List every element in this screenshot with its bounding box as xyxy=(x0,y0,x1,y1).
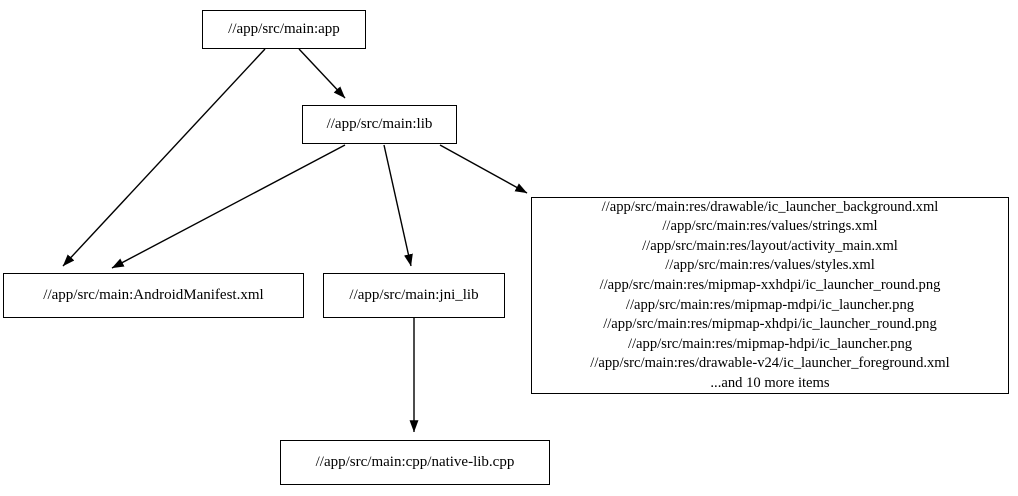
node-jni-lib-label: //app/src/main:jni_lib xyxy=(349,287,479,303)
edge-lib-to-resources xyxy=(439,144,528,194)
node-app-label: //app/src/main:app xyxy=(228,21,340,37)
node-resources[interactable]: //app/src/main:res/drawable/ic_launcher_… xyxy=(531,197,1009,394)
node-native-lib-cpp[interactable]: //app/src/main:cpp/native-lib.cpp xyxy=(280,440,550,485)
node-android-manifest[interactable]: //app/src/main:AndroidManifest.xml xyxy=(3,273,304,318)
edge-lib-to-jni-lib xyxy=(383,144,413,267)
edge-app-to-manifest xyxy=(62,48,266,267)
node-lib[interactable]: //app/src/main:lib xyxy=(302,105,457,144)
node-android-manifest-label: //app/src/main:AndroidManifest.xml xyxy=(43,287,264,303)
node-resources-label: //app/src/main:res/drawable/ic_launcher_… xyxy=(590,198,950,391)
node-lib-label: //app/src/main:lib xyxy=(326,116,433,132)
node-jni-lib[interactable]: //app/src/main:jni_lib xyxy=(323,273,505,318)
node-app[interactable]: //app/src/main:app xyxy=(202,10,366,49)
edge-lib-to-manifest xyxy=(111,144,346,269)
edge-app-to-lib xyxy=(298,48,346,99)
node-native-lib-cpp-label: //app/src/main:cpp/native-lib.cpp xyxy=(315,454,515,470)
